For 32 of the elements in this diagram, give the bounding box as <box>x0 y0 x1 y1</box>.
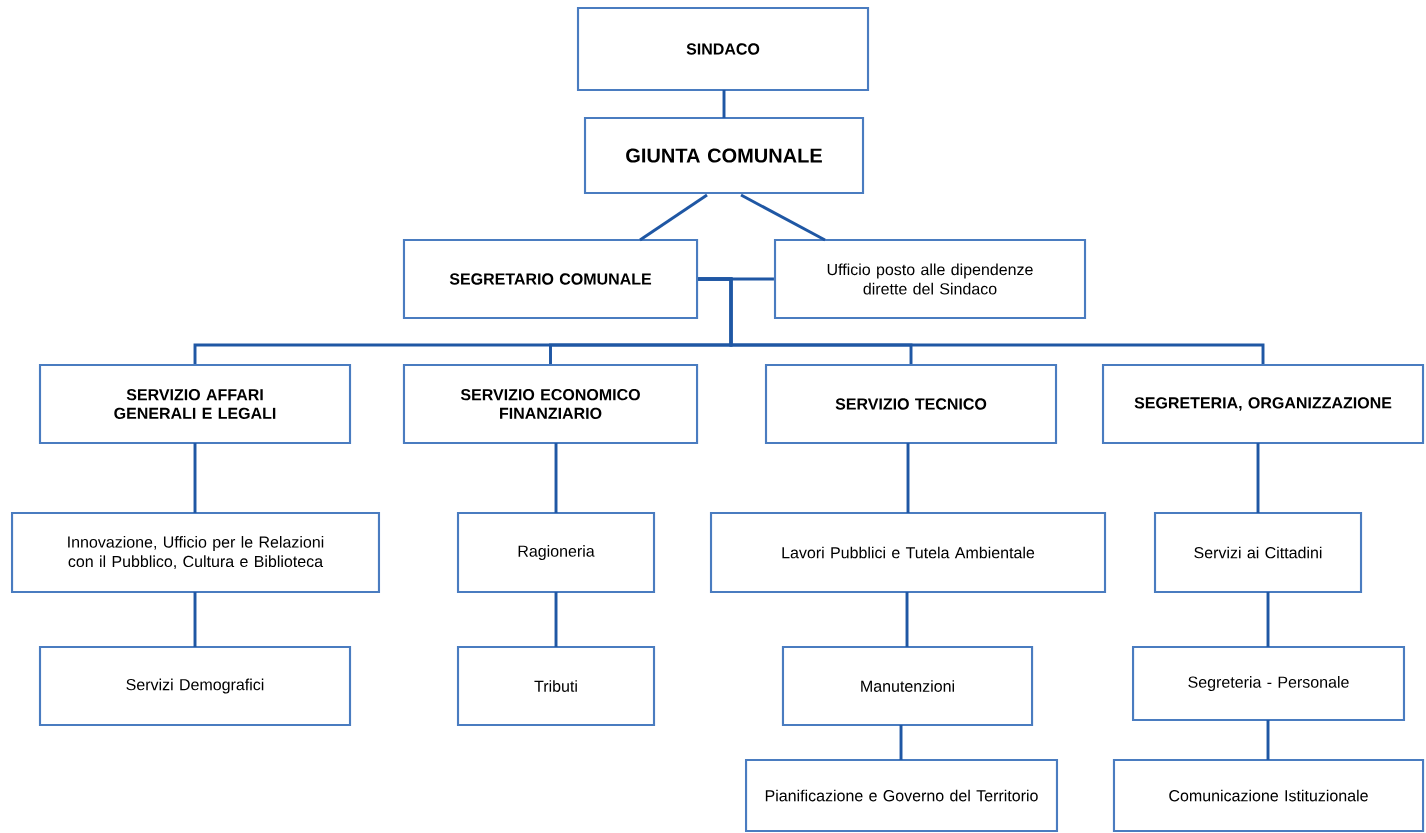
heading-box: SERVIZIO TECNICO <box>764 363 1058 445</box>
office-box: Innovazione, Ufficio per le Relazioni con il Pubblico, Cultura e Biblioteca <box>10 511 381 594</box>
connector-line <box>193 443 197 513</box>
connector-line <box>1266 720 1270 760</box>
connector-line <box>722 90 726 118</box>
connector-line <box>740 193 826 242</box>
office-box: Comunicazione Istituzionale <box>1112 758 1425 833</box>
office-box: Manutenzioni <box>781 645 1034 727</box>
connector-line <box>698 277 1265 364</box>
connector-line <box>1266 592 1270 647</box>
heading-box: SINDACO <box>576 6 870 92</box>
office-box: Lavori Pubblici e Tutela Ambientale <box>709 511 1107 594</box>
office-box: Segreteria - Personale <box>1132 645 1406 722</box>
connector-line <box>193 592 197 647</box>
connector-line <box>899 725 903 760</box>
connector-line <box>906 443 910 513</box>
heading-box: SEGRETERIA, ORGANIZZAZIONE <box>1101 363 1425 445</box>
office-box: Pianificazione e Governo del Territorio <box>745 758 1059 833</box>
connector-line <box>1256 443 1260 513</box>
office-box: Servizi Demografici <box>38 645 352 727</box>
connector-line <box>905 592 909 647</box>
heading-box: SEGRETARIO COMUNALE <box>402 238 699 320</box>
office-box: Servizi ai Cittadini <box>1153 511 1363 594</box>
office-box: Ragioneria <box>456 511 656 594</box>
office-box: Tributi <box>456 645 656 727</box>
heading-box: SERVIZIO AFFARI GENERALI E LEGALI <box>38 363 352 445</box>
heading-box: GIUNTA COMUNALE <box>583 116 865 195</box>
connector-line <box>554 592 558 647</box>
heading-box: SERVIZIO ECONOMICO FINANZIARIO <box>402 363 699 445</box>
office-box: Ufficio posto alle dipendenze dirette del Sindaco <box>773 238 1087 320</box>
connector-line <box>554 443 558 513</box>
connector-line <box>639 193 708 242</box>
